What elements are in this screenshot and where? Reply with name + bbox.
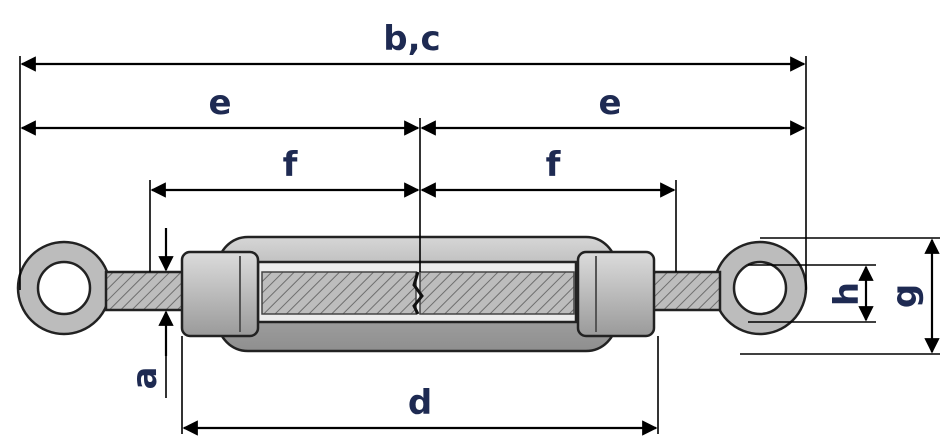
label-f-left: f [283,145,299,185]
label-a: a [125,367,165,390]
label-e-left: e [208,83,231,123]
left-eye-hole [36,260,92,316]
left-nut [180,250,260,338]
threaded-rod-right [419,271,575,315]
rod-joint [412,271,424,315]
extension-lines [19,56,940,434]
label-h: h [827,282,867,306]
label-g: g [885,284,925,308]
label-bc: b,c [383,19,440,59]
left-threaded-neck [104,270,186,312]
dimension-lines [20,56,940,436]
right-nut [576,250,656,338]
label-e-right: e [598,83,621,123]
turnbuckle-part [16,235,808,353]
right-eye-hole [732,260,788,316]
threaded-rod-left [261,271,417,315]
right-threaded-neck [648,270,722,312]
label-d: d [408,383,432,423]
dimension-labels: b,c e e f f d a h g [125,19,925,423]
label-f-right: f [546,145,562,185]
